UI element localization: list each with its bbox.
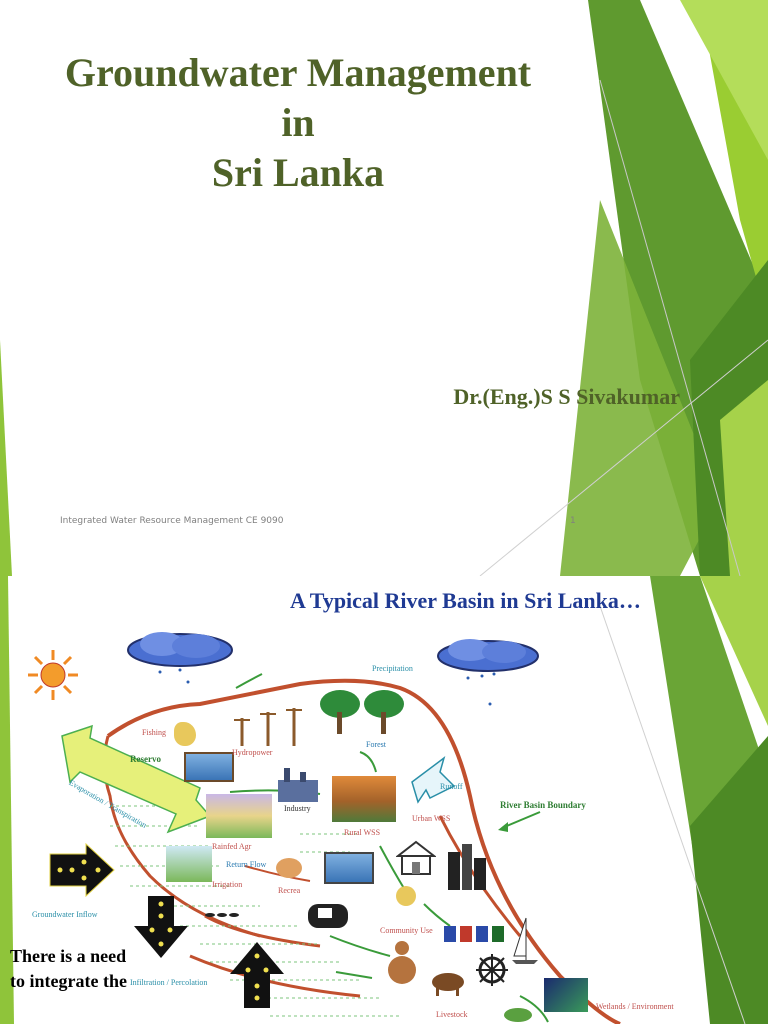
river-basin-slide: A Typical River Basin in Sri Lanka… bbox=[0, 576, 768, 1024]
rain-icon bbox=[466, 672, 496, 706]
title-slide: Groundwater Management in Sri Lanka Dr.(… bbox=[0, 0, 768, 576]
label-livestock: Livestock bbox=[436, 1010, 468, 1019]
page-number: 1 bbox=[570, 516, 576, 526]
irrigation-picture-icon bbox=[166, 846, 212, 882]
label-industry: Industry bbox=[284, 804, 311, 813]
label-return-flow: Return Flow bbox=[226, 860, 267, 869]
label-forest: Forest bbox=[366, 740, 386, 749]
slide-title: A Typical River Basin in Sri Lanka… bbox=[290, 588, 641, 613]
wetland-picture-icon bbox=[544, 978, 588, 1012]
side-text: There is a need to integrate the bbox=[10, 946, 127, 991]
label-wetlands: Wetlands / Environment bbox=[596, 1002, 674, 1011]
label-rainfed-agr: Rainfed Agr bbox=[212, 842, 252, 851]
ship-wheel-icon bbox=[476, 954, 508, 986]
factory-icon bbox=[278, 768, 318, 802]
label-recreation: Recrea bbox=[278, 886, 301, 895]
arrow-up-icon bbox=[230, 942, 284, 1008]
label-rural-wss: Rural WSS bbox=[344, 828, 381, 837]
power-pylon-icon bbox=[234, 708, 302, 746]
town-picture-icon bbox=[332, 776, 396, 822]
label-community-use: Community Use bbox=[380, 926, 433, 935]
buildings-icon bbox=[448, 844, 486, 890]
arrow-right-icon bbox=[49, 842, 115, 898]
shell-icon bbox=[276, 858, 302, 878]
label-groundwater-inflow: Groundwater Inflow bbox=[32, 910, 98, 919]
tree-icon bbox=[320, 690, 404, 734]
label-runoff: Runoff bbox=[440, 782, 463, 791]
title-line-1: Groundwater Management bbox=[64, 50, 532, 95]
sun-icon bbox=[28, 650, 78, 700]
label-river-basin-boundary: River Basin Boundary bbox=[500, 800, 586, 810]
label-fishing: Fishing bbox=[142, 728, 167, 737]
reservoir-icon bbox=[324, 852, 374, 884]
fish-school-icon bbox=[205, 913, 239, 917]
person-bathing-icon bbox=[388, 941, 416, 984]
reservoir-icon bbox=[184, 752, 234, 782]
cloud-icon bbox=[437, 639, 539, 672]
label-precipitation: Precipitation bbox=[372, 664, 413, 673]
label-urban-wss: Urban WSS bbox=[412, 814, 451, 823]
farm-field-icon bbox=[206, 794, 272, 838]
label-hydropower: Hydropower bbox=[232, 748, 273, 757]
title-line-3: Sri Lanka bbox=[211, 150, 385, 195]
sailboat-icon bbox=[512, 917, 538, 964]
cow-icon bbox=[308, 904, 348, 928]
label-reservoir: Reservo bbox=[130, 754, 161, 764]
fish-icon bbox=[174, 722, 196, 746]
cow-icon bbox=[432, 973, 464, 996]
arrow-down-icon bbox=[134, 896, 188, 958]
rain-icon bbox=[158, 668, 190, 684]
title-line-2: in bbox=[281, 100, 315, 145]
cloud-icon bbox=[127, 632, 233, 667]
turtle-icon bbox=[504, 1008, 532, 1022]
basin-diagram-background bbox=[0, 576, 768, 1024]
fish-icon bbox=[396, 886, 416, 906]
label-irrigation: Irrigation bbox=[212, 880, 243, 889]
label-infiltration: Infiltration / Percolation bbox=[130, 978, 208, 987]
footer-text: Integrated Water Resource Management CE … bbox=[60, 516, 284, 526]
author-name: Dr.(Eng.)S S Sivakumar bbox=[453, 384, 680, 409]
house-icon bbox=[396, 840, 436, 875]
laundry-icon bbox=[444, 926, 504, 942]
green-decoration bbox=[0, 0, 768, 576]
